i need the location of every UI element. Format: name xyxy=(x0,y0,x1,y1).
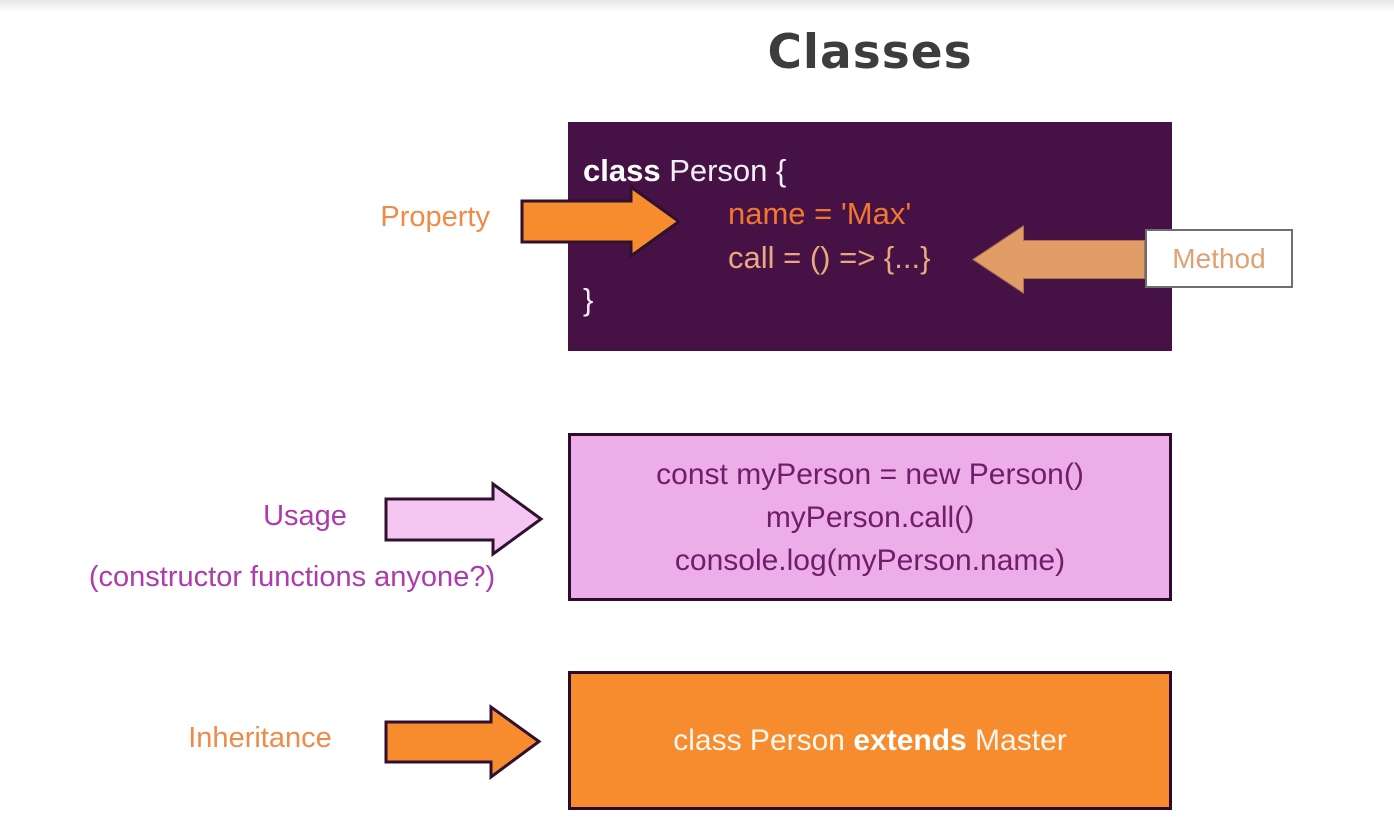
code-line-class-declaration: class Person { xyxy=(583,153,786,189)
usage-subtitle: (constructor functions anyone?) xyxy=(88,561,496,593)
property-arrow-icon xyxy=(520,184,682,259)
method-arrow-icon xyxy=(970,223,1146,296)
usage-code-line: const myPerson = new Person() xyxy=(656,457,1084,491)
slide-title: Classes xyxy=(767,25,973,81)
inheritance-code-box: class Person extends Master xyxy=(568,671,1172,810)
class-definition-box: class Person { name = 'Max' call = () =>… xyxy=(568,122,1172,351)
code-keyword-class: class xyxy=(583,153,661,188)
code-line-property: name = 'Max' xyxy=(728,196,912,231)
code-line-closing-brace: } xyxy=(583,282,594,317)
method-label: Method xyxy=(1172,242,1266,274)
code-declaration-rest: Person { xyxy=(660,153,787,188)
usage-code-box: const myPerson = new Person() myPerson.c… xyxy=(568,433,1172,601)
usage-code-line: console.log(myPerson.name) xyxy=(674,543,1066,577)
inheritance-label: Inheritance xyxy=(188,722,332,754)
top-fade-decoration xyxy=(0,0,1394,12)
usage-arrow-icon xyxy=(384,481,544,557)
method-label-box: Method xyxy=(1145,229,1293,288)
inheritance-code-suffix: Master xyxy=(966,723,1067,757)
inheritance-code-prefix: class Person xyxy=(673,723,854,757)
usage-label: Usage xyxy=(263,500,347,532)
inheritance-arrow-icon xyxy=(384,704,542,780)
usage-code-line: myPerson.call() xyxy=(765,500,975,534)
inheritance-code-keyword: extends xyxy=(853,723,967,757)
code-line-method: call = () => {...} xyxy=(728,240,931,275)
property-label: Property xyxy=(380,201,490,233)
